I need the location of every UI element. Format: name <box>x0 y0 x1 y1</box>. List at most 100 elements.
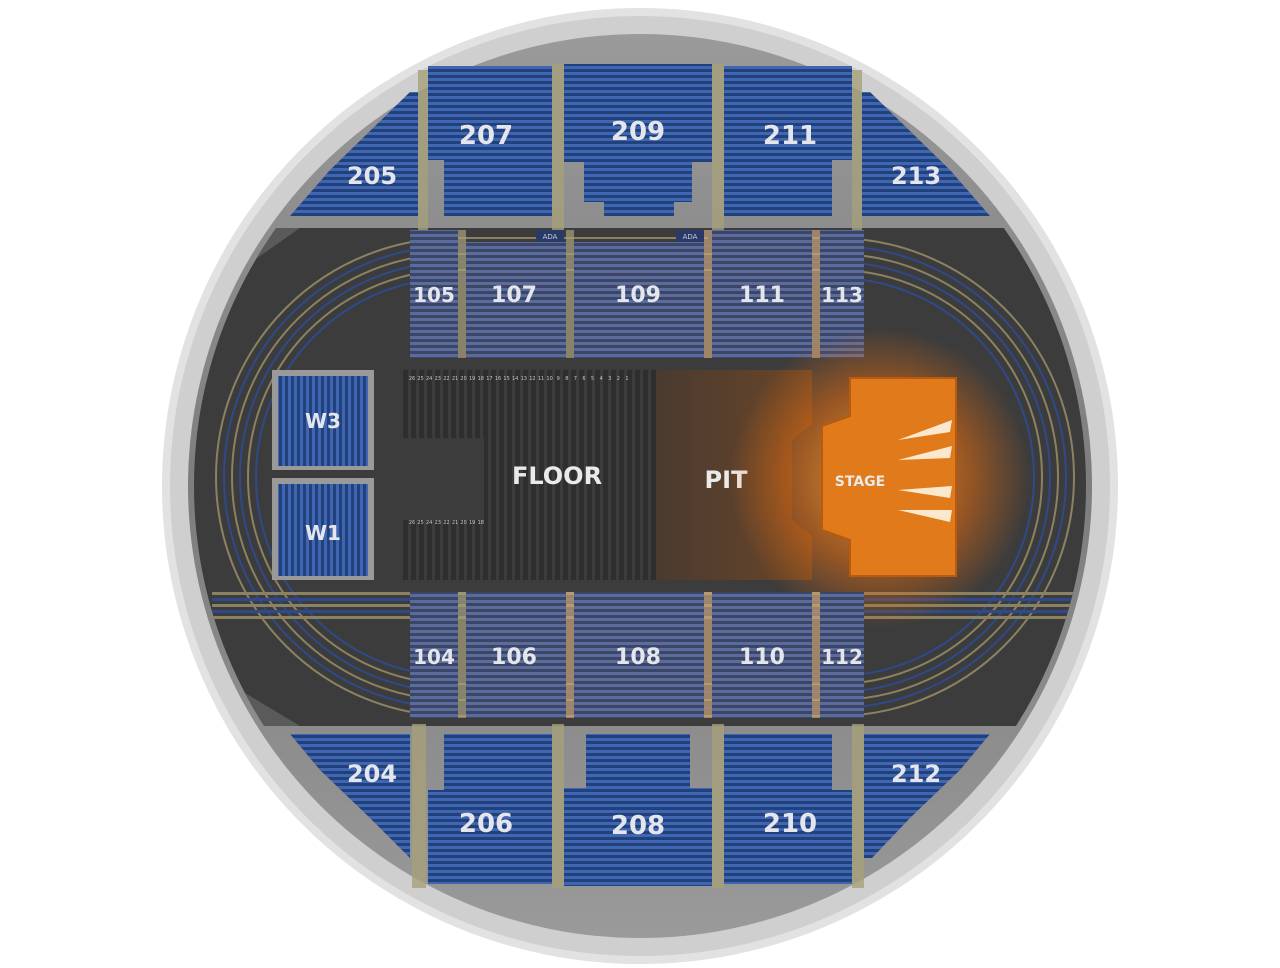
section-206[interactable]: 206 <box>428 734 552 884</box>
section-108[interactable]: 108 <box>574 592 704 718</box>
section-209[interactable]: 209 <box>564 64 712 216</box>
aisle <box>552 724 564 888</box>
aisle <box>712 64 724 230</box>
floor-row-number: 1 <box>625 376 628 382</box>
section-107-label: 107 <box>491 283 537 308</box>
floor-row-number: 8 <box>565 376 568 382</box>
floor-row-number: 18 <box>478 376 484 382</box>
floor-row-number: 25 <box>417 376 423 382</box>
ada-label: ADA <box>683 233 698 241</box>
floor-row-number: 4 <box>600 376 603 382</box>
floor-row-number: 22 <box>443 376 449 382</box>
section-110-label: 110 <box>739 645 785 670</box>
section-213-label: 213 <box>891 162 941 190</box>
section-111[interactable]: 111 <box>712 230 812 358</box>
floor-row-number: 24 <box>426 520 432 526</box>
floor-row-number: 20 <box>460 520 466 526</box>
floor-row-number: 26 <box>409 520 415 526</box>
section-112-label: 112 <box>821 645 863 669</box>
floor-row-number: 6 <box>582 376 585 382</box>
section-207-label: 207 <box>459 121 513 151</box>
section-110[interactable]: 110 <box>712 592 812 718</box>
section-w3[interactable]: W3 <box>272 370 374 470</box>
section-w1-label: W1 <box>305 521 341 545</box>
section-208-label: 208 <box>611 811 665 841</box>
section-105[interactable]: 105 <box>410 230 458 358</box>
section-109-label: 109 <box>615 283 661 308</box>
floor-row-number: 25 <box>417 520 423 526</box>
section-104[interactable]: 104 <box>410 592 458 718</box>
section-210[interactable]: 210 <box>724 734 852 884</box>
section-105-label: 105 <box>413 283 455 307</box>
floor-row-number: 20 <box>460 376 466 382</box>
floor-row-number: 13 <box>521 376 527 382</box>
floor-row-number: 9 <box>557 376 560 382</box>
section-w1[interactable]: W1 <box>272 478 374 580</box>
aisle <box>566 592 574 718</box>
section-107[interactable]: 107 <box>466 242 566 358</box>
floor-row-number: 3 <box>608 376 611 382</box>
floor-row-number: 21 <box>452 376 458 382</box>
floor-row-number: 26 <box>409 376 415 382</box>
section-211[interactable]: 211 <box>724 66 852 216</box>
aisle <box>712 724 724 888</box>
floor-row-number: 24 <box>426 376 432 382</box>
aisle <box>418 70 428 230</box>
aisle <box>458 230 466 358</box>
floor-row-number: 12 <box>529 376 535 382</box>
section-205[interactable]: 205 <box>290 92 418 216</box>
aisle <box>704 230 712 358</box>
section-212-label: 212 <box>891 760 941 788</box>
floor-row-number: 15 <box>503 376 509 382</box>
floor-row-number: 2 <box>617 376 620 382</box>
floor-row-number: 10 <box>546 376 552 382</box>
section-109[interactable]: 109 <box>574 242 704 358</box>
section-106[interactable]: 106 <box>466 592 566 718</box>
aisle <box>704 592 712 718</box>
aisle <box>812 592 820 718</box>
floor-row-number: 5 <box>591 376 594 382</box>
section-113-label: 113 <box>821 283 863 307</box>
section-204-label: 204 <box>347 760 397 788</box>
floor-row-number: 23 <box>435 520 441 526</box>
floor-row-number: 21 <box>452 520 458 526</box>
section-111-label: 111 <box>739 283 785 308</box>
aisle <box>812 230 820 358</box>
section-211-label: 211 <box>763 121 817 151</box>
floor-section[interactable]: FLOOR <box>402 370 656 580</box>
floor-row-number: 17 <box>486 376 492 382</box>
section-112[interactable]: 112 <box>820 592 864 718</box>
section-208[interactable]: 208 <box>564 734 712 886</box>
aisle <box>566 230 574 358</box>
floor-row-number: 11 <box>538 376 544 382</box>
section-212[interactable]: 212 <box>864 734 990 858</box>
aisle <box>852 70 862 230</box>
floor-row-number: 16 <box>495 376 501 382</box>
floor-row-number: 7 <box>574 376 577 382</box>
floor-row-number: 23 <box>435 376 441 382</box>
stage[interactable]: STAGE <box>821 377 957 577</box>
section-106-label: 106 <box>491 645 537 670</box>
section-207[interactable]: 207 <box>428 66 552 216</box>
aisle <box>852 724 864 888</box>
section-210-label: 210 <box>763 809 817 839</box>
floor-row-number: 22 <box>443 520 449 526</box>
section-206-label: 206 <box>459 809 513 839</box>
stage-label: STAGE <box>835 474 885 490</box>
section-213[interactable]: 213 <box>862 92 990 216</box>
stage-lights-icon <box>898 420 952 522</box>
aisle <box>412 724 426 888</box>
section-205-label: 205 <box>347 162 397 190</box>
aisle <box>552 64 564 230</box>
floor-row-number: 19 <box>469 520 475 526</box>
section-104-label: 104 <box>413 645 455 669</box>
ada-label: ADA <box>543 233 558 241</box>
section-204[interactable]: 204 <box>290 734 410 858</box>
aisle <box>458 592 466 718</box>
floor-row-number: 14 <box>512 376 518 382</box>
section-209-label: 209 <box>611 117 665 147</box>
section-w3-label: W3 <box>305 409 341 433</box>
floor-row-number: 18 <box>478 520 484 526</box>
